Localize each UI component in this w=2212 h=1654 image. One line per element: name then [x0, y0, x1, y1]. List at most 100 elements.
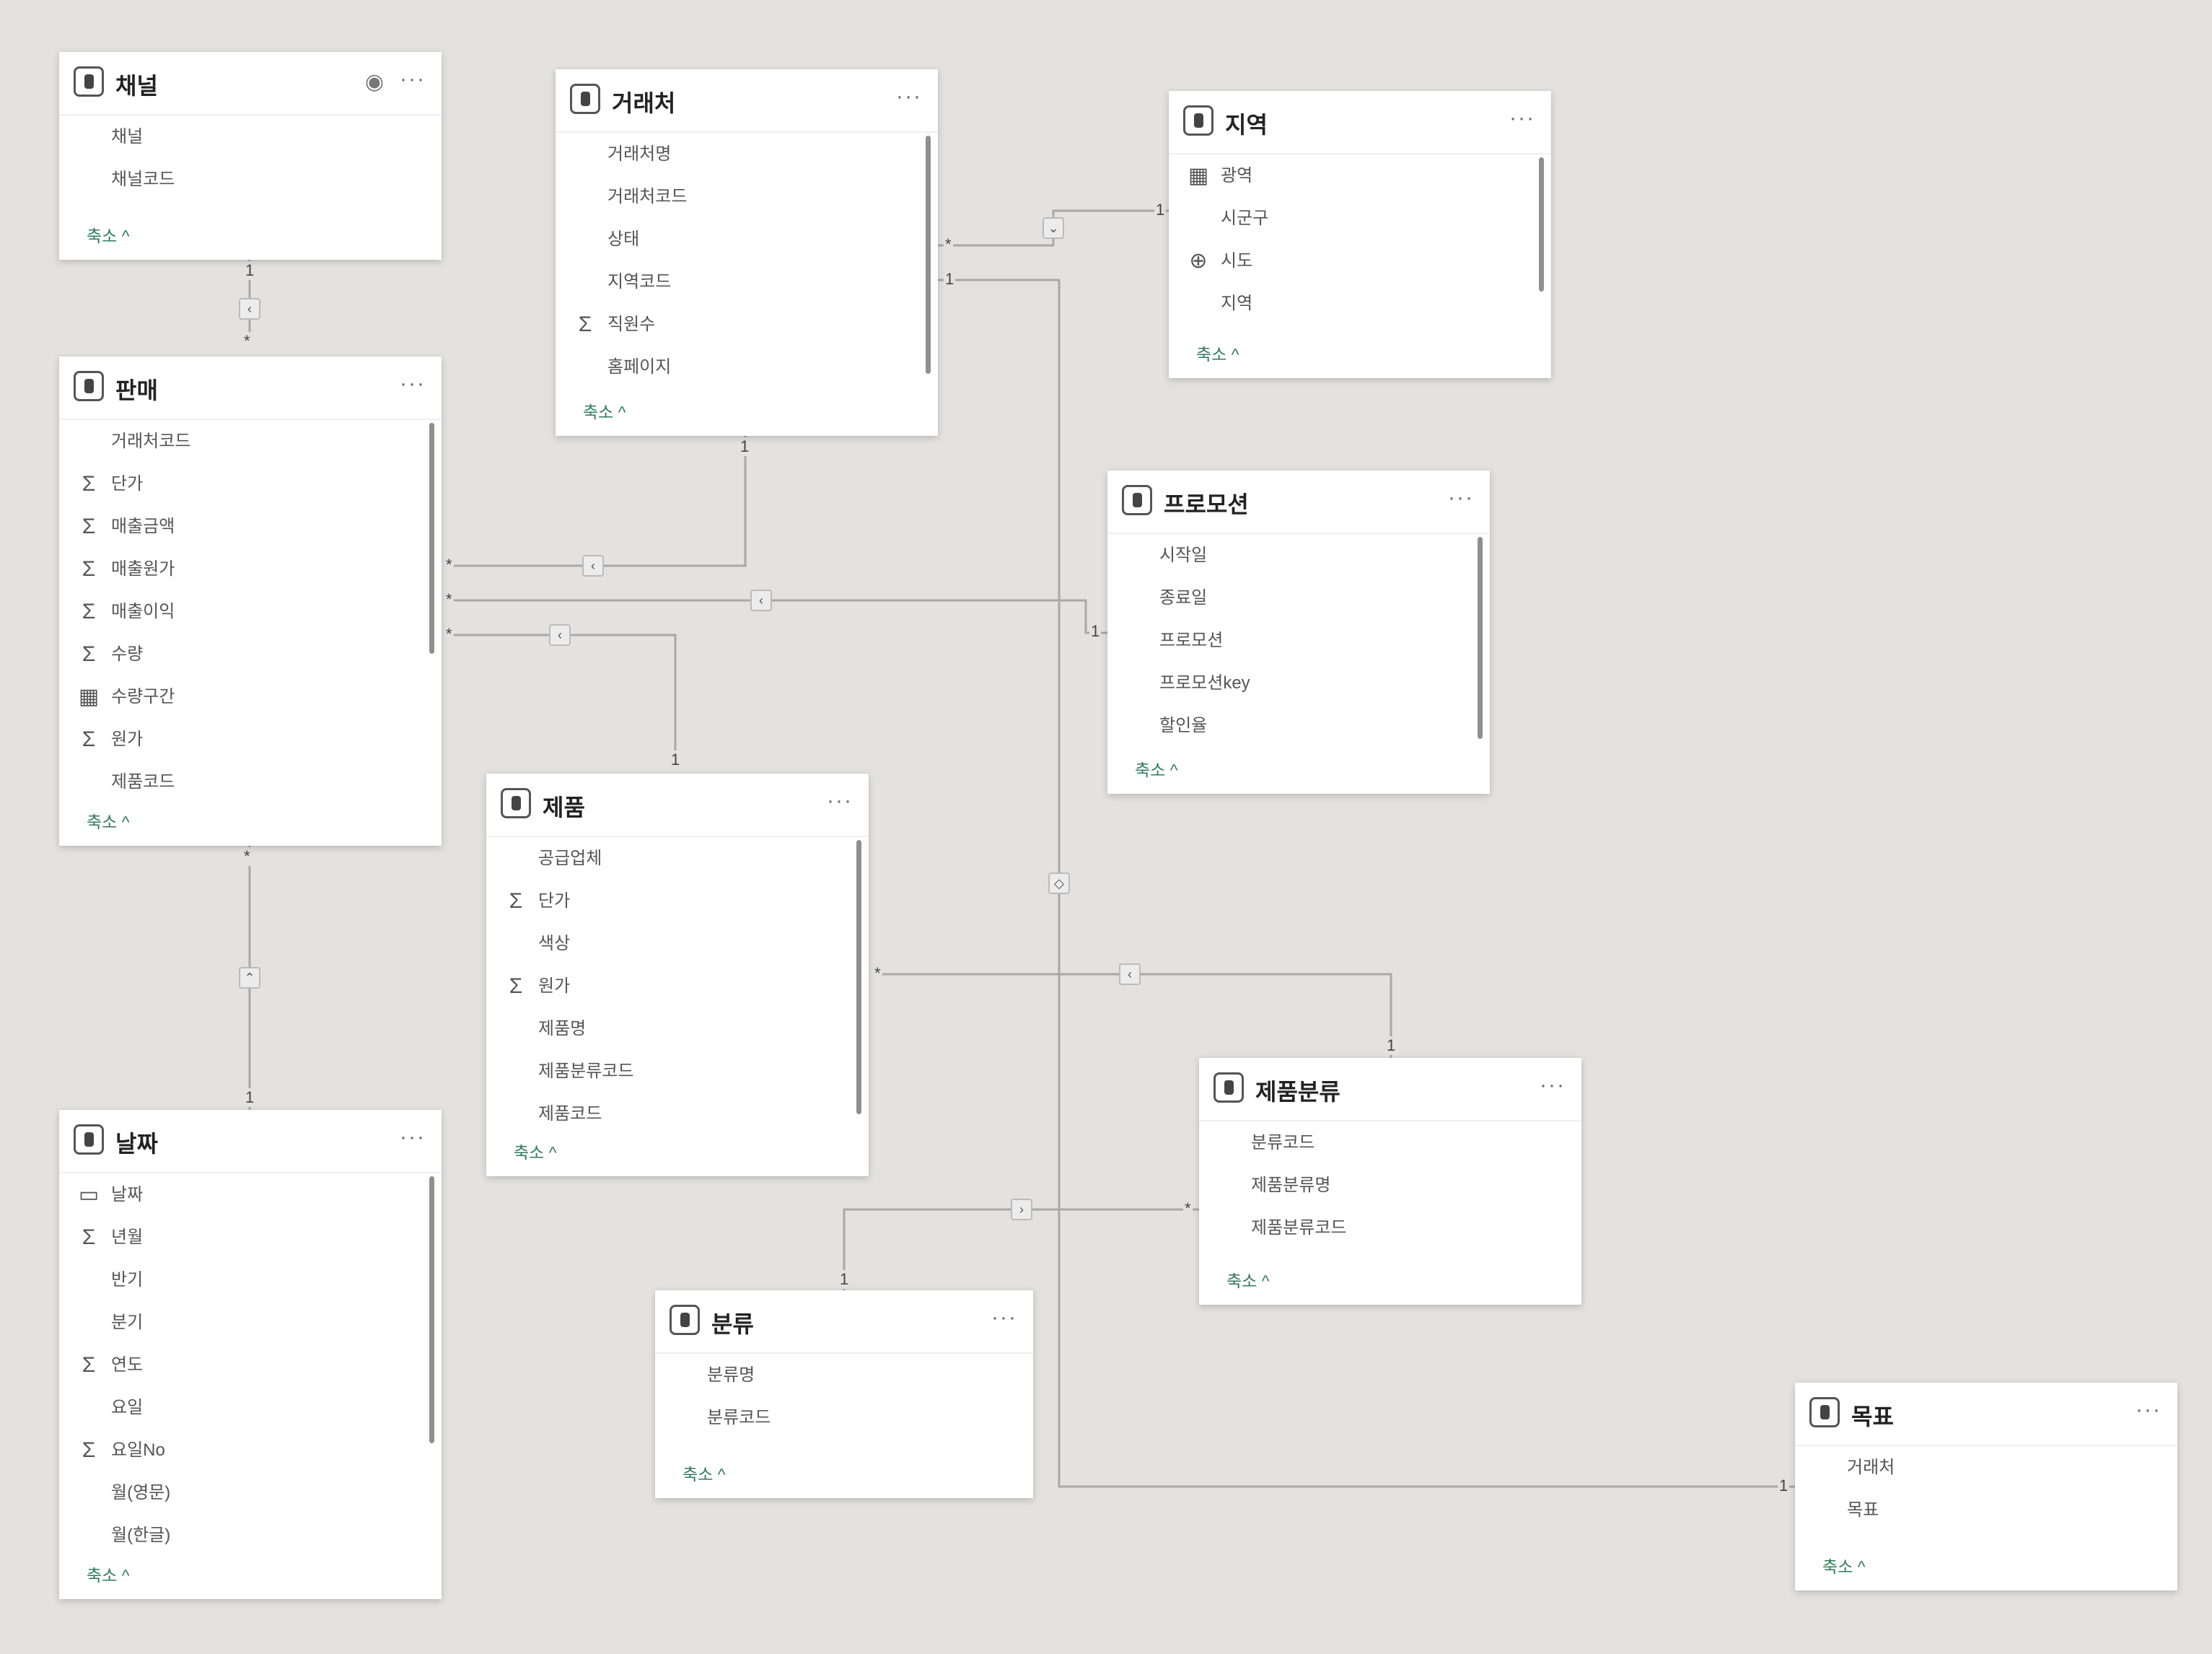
- table-header[interactable]: 제품분류 ···: [1199, 1058, 1581, 1121]
- field-row[interactable]: 시군구: [1169, 197, 1551, 240]
- field-row[interactable]: 분류코드: [1199, 1121, 1581, 1164]
- direction-marker[interactable]: ◇: [1048, 872, 1070, 894]
- field-row[interactable]: 제품명: [486, 1007, 869, 1050]
- collapse-button[interactable]: 축소 ^: [1822, 1557, 1866, 1576]
- field-row[interactable]: 지역: [1169, 282, 1551, 325]
- direction-marker[interactable]: ›: [1011, 1199, 1032, 1220]
- collapse-button[interactable]: 축소 ^: [514, 1143, 557, 1162]
- collapse-button[interactable]: 축소 ^: [583, 403, 626, 421]
- field-row[interactable]: 거래처코드: [59, 420, 442, 463]
- field-row[interactable]: ▭날짜: [59, 1173, 442, 1216]
- direction-marker[interactable]: ⌃: [239, 967, 260, 989]
- field-row[interactable]: 홈페이지: [556, 346, 938, 388]
- field-row[interactable]: 분류명: [655, 1354, 1033, 1396]
- more-options-button[interactable]: ···: [400, 67, 426, 91]
- scrollbar[interactable]: [926, 136, 931, 374]
- table-header[interactable]: 제품 ···: [486, 774, 869, 837]
- scrollbar[interactable]: [856, 840, 861, 1114]
- more-options-button[interactable]: ···: [991, 1305, 1017, 1329]
- scrollbar[interactable]: [1478, 537, 1483, 739]
- field-row[interactable]: ▦광역: [1169, 154, 1551, 197]
- field-row[interactable]: 색상: [486, 922, 869, 965]
- more-options-button[interactable]: ···: [400, 1125, 426, 1149]
- field-row[interactable]: 목표: [1795, 1489, 2177, 1531]
- table-header[interactable]: 목표 ···: [1795, 1383, 2177, 1446]
- direction-marker[interactable]: ‹: [239, 298, 260, 320]
- collapse-button[interactable]: 축소 ^: [87, 1566, 130, 1585]
- field-row[interactable]: 채널: [59, 115, 442, 158]
- scrollbar[interactable]: [1539, 157, 1544, 292]
- field-row[interactable]: ▦수량구간: [59, 675, 442, 718]
- field-row[interactable]: 월(한글): [59, 1514, 442, 1557]
- more-options-button[interactable]: ···: [1509, 106, 1535, 130]
- collapse-button[interactable]: 축소 ^: [1226, 1272, 1270, 1290]
- field-row[interactable]: ⊕시도: [1169, 240, 1551, 282]
- table-header[interactable]: 프로모션 ···: [1107, 471, 1490, 534]
- table-header[interactable]: 분류 ···: [655, 1290, 1033, 1354]
- direction-marker[interactable]: ‹: [1119, 963, 1141, 985]
- field-row[interactable]: 제품분류코드: [486, 1050, 869, 1093]
- more-options-button[interactable]: ···: [400, 372, 426, 395]
- direction-marker[interactable]: ⌄: [1043, 217, 1064, 239]
- field-row[interactable]: 반기: [59, 1259, 442, 1301]
- field-row[interactable]: 분류코드: [655, 1396, 1033, 1439]
- table-header[interactable]: 채널 ◉ ···: [59, 52, 442, 115]
- more-options-button[interactable]: ···: [2136, 1398, 2161, 1422]
- field-row[interactable]: 거래처코드: [556, 175, 938, 218]
- collapse-button[interactable]: 축소 ^: [1135, 761, 1178, 779]
- table-header[interactable]: 지역 ···: [1169, 91, 1551, 154]
- field-row[interactable]: 종료일: [1107, 577, 1490, 619]
- field-row[interactable]: 프로모션key: [1107, 662, 1490, 704]
- field-row[interactable]: 시작일: [1107, 534, 1490, 577]
- field-row[interactable]: 상태: [556, 218, 938, 261]
- field-row[interactable]: 제품분류코드: [1199, 1207, 1581, 1249]
- eye-icon[interactable]: ◉: [364, 70, 384, 94]
- field-row[interactable]: 지역코드: [556, 261, 938, 303]
- direction-marker[interactable]: ‹: [582, 555, 604, 577]
- direction-marker[interactable]: ‹: [750, 590, 772, 611]
- field-row[interactable]: 요일: [59, 1386, 442, 1429]
- more-options-button[interactable]: ···: [827, 789, 853, 813]
- field-row[interactable]: 제품코드: [59, 761, 442, 802]
- field-row[interactable]: 제품코드: [486, 1093, 869, 1135]
- scrollbar[interactable]: [429, 1176, 434, 1443]
- more-options-button[interactable]: ···: [1540, 1073, 1566, 1097]
- field-row[interactable]: 프로모션: [1107, 619, 1490, 662]
- field-row[interactable]: 할인율: [1107, 704, 1490, 747]
- more-options-button[interactable]: ···: [896, 84, 922, 108]
- field-row[interactable]: 공급업체: [486, 837, 869, 880]
- collapse-button[interactable]: 축소 ^: [683, 1465, 726, 1484]
- field-row[interactable]: 거래처명: [556, 133, 938, 175]
- collapse-button[interactable]: 축소 ^: [87, 227, 130, 245]
- table-header[interactable]: 판매 ···: [59, 356, 442, 420]
- field-row[interactable]: 월(영문): [59, 1471, 442, 1514]
- field-row[interactable]: 거래처: [1795, 1446, 2177, 1489]
- scrollbar[interactable]: [429, 423, 434, 654]
- field-row[interactable]: 분기: [59, 1301, 442, 1344]
- direction-marker[interactable]: ‹: [549, 624, 571, 646]
- table-header[interactable]: 거래처 ···: [556, 69, 938, 133]
